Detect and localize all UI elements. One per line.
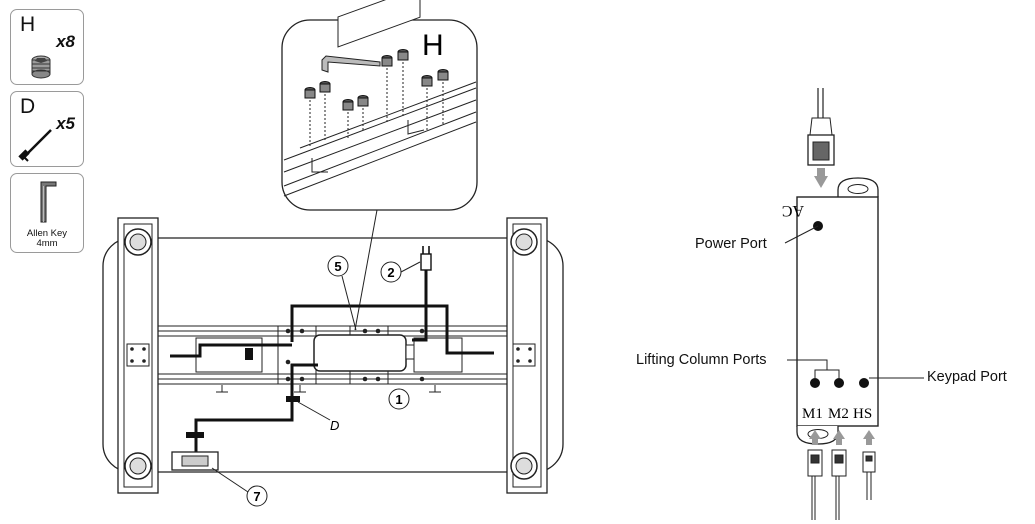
callout-5-circle xyxy=(327,255,349,277)
lifting-ports-leader xyxy=(787,359,840,378)
arrow-up-icons xyxy=(809,430,875,445)
part-letter: H xyxy=(20,13,36,36)
part-card-cable-clip: D x5 xyxy=(10,91,84,167)
power-plug-icon xyxy=(420,246,432,271)
control-box-body xyxy=(313,334,407,372)
arrow-down-icon xyxy=(814,176,828,188)
part-card-set-screw: H x8 xyxy=(10,9,84,85)
power-port-leader xyxy=(784,225,819,244)
keypad xyxy=(171,451,219,471)
ac-port-label: AC xyxy=(782,202,804,219)
left-foot xyxy=(117,217,159,494)
detail-letter: H xyxy=(422,29,444,62)
cables xyxy=(170,270,494,452)
power-port-label: Power Port xyxy=(695,236,767,252)
detail-allen-key xyxy=(321,55,381,73)
m1-port-label: M1 xyxy=(802,406,823,422)
cable-clips xyxy=(186,348,300,438)
callout-7-number: 7 xyxy=(253,489,260,504)
detail-set-screws xyxy=(304,49,449,148)
part-letter: D xyxy=(20,95,36,118)
set-screw-icon xyxy=(31,55,51,79)
keypad-port-label: Keypad Port xyxy=(927,369,1007,385)
part-quantity: x8 xyxy=(56,32,75,51)
frame-brackets xyxy=(216,385,441,393)
right-foot xyxy=(506,217,548,494)
desktop-outline xyxy=(102,237,564,473)
part-quantity: x5 xyxy=(56,114,75,133)
detail-view-h: H xyxy=(281,0,478,211)
cable-clip-icon xyxy=(18,129,52,162)
callout-d-label: D xyxy=(330,418,339,433)
lifting-column-cable-plugs xyxy=(807,449,847,520)
callout-5-number: 5 xyxy=(334,259,341,274)
control-box-detail xyxy=(796,177,879,445)
callout-2-number: 2 xyxy=(387,265,394,280)
lifting-column-ports-label: Lifting Column Ports xyxy=(636,352,767,368)
allen-key-caption-line1: Allen Key xyxy=(26,228,68,239)
control-box-end xyxy=(405,344,415,360)
hs-port-label: HS xyxy=(853,406,872,422)
callout-1-circle xyxy=(388,388,410,410)
keypad-cable-plug xyxy=(862,451,876,500)
part-card-allen-key: Allen Key 4mm xyxy=(10,173,84,253)
detail-frame-rail xyxy=(283,0,477,197)
callout-7-circle xyxy=(246,485,268,507)
allen-key-caption-line2: 4mm xyxy=(36,238,58,249)
allen-key-icon xyxy=(40,181,57,223)
m2-port-label: M2 xyxy=(828,406,849,422)
power-cord-plug xyxy=(807,88,835,166)
frame-bolts xyxy=(285,328,425,382)
callout-1-number: 1 xyxy=(395,392,402,407)
detail-leader-line xyxy=(354,209,378,331)
